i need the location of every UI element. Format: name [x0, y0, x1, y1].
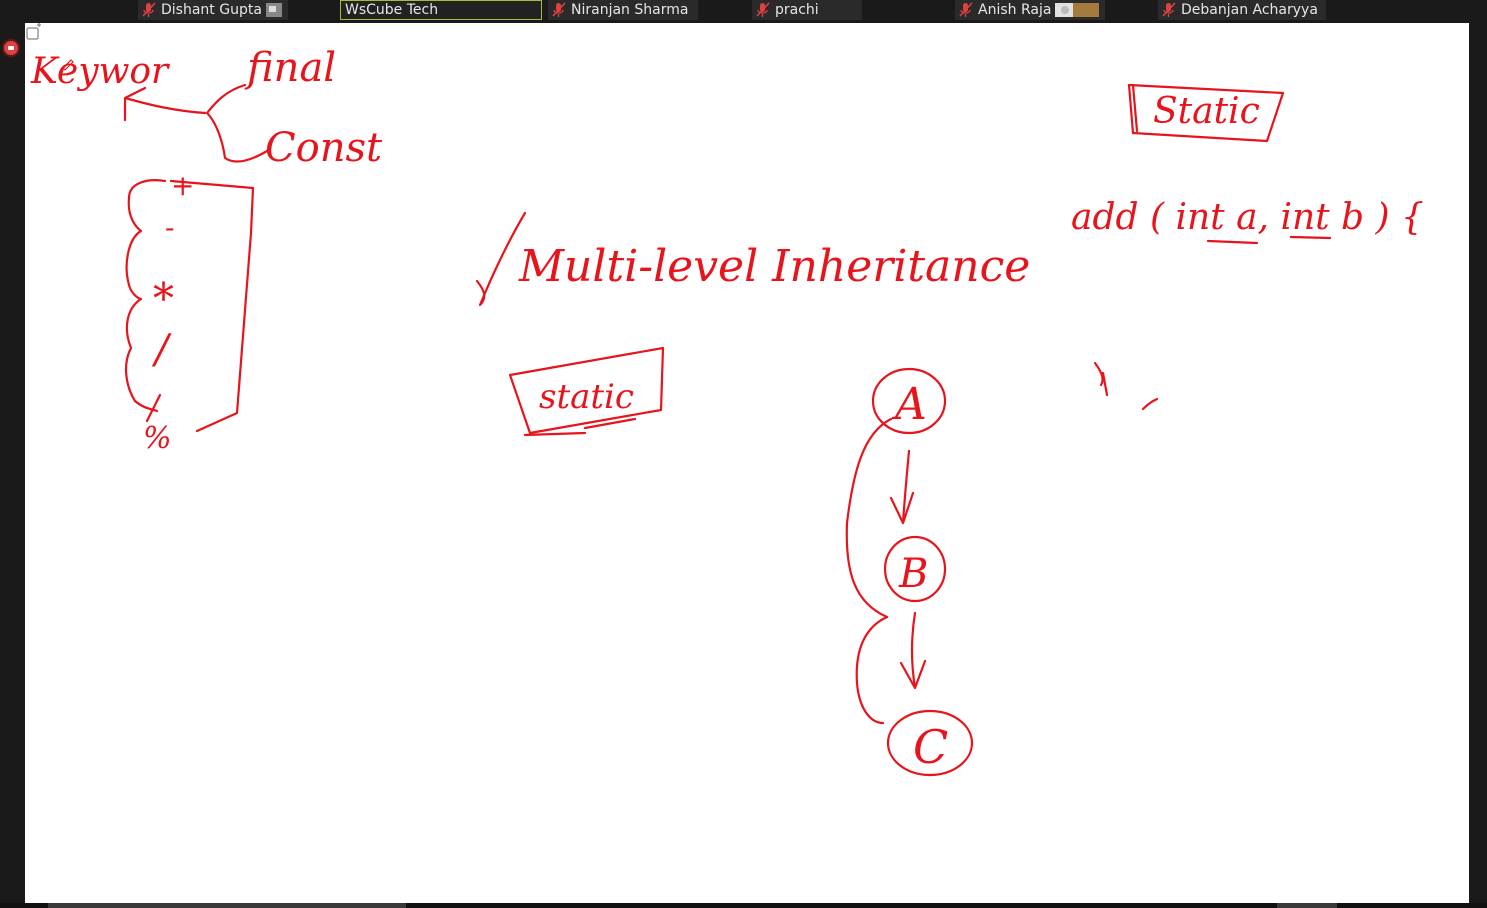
stray-mark-1 [1093, 361, 1109, 397]
participant-name: Anish Raja [978, 2, 1052, 18]
recording-indicator-icon[interactable] [4, 41, 18, 55]
arrow-b-to-c [899, 611, 927, 690]
operator-percent: % [143, 421, 172, 456]
add-method-signature: add ( int a, int b ) { [1071, 197, 1424, 238]
operator-minus: - [165, 211, 174, 244]
inheritance-curve-upper [845, 417, 893, 619]
static-text-right: Static [1153, 91, 1260, 132]
muted-mic-icon [552, 2, 566, 17]
inheritance-curve-lower [855, 615, 889, 725]
participant-tile[interactable]: Anish Raja [955, 0, 1105, 20]
stray-mark-2 [1141, 397, 1159, 411]
participant-tile[interactable]: Debanjan Acharyya [1158, 0, 1326, 20]
muted-mic-icon [142, 2, 156, 17]
static-box-right [1127, 83, 1285, 143]
percent-slash [145, 393, 162, 423]
participant-tile[interactable]: prachi [752, 0, 862, 20]
class-c-label: C [913, 720, 948, 774]
scroll-segment [1277, 903, 1337, 908]
int-a-underline [1206, 239, 1259, 245]
scroll-segment [48, 903, 406, 908]
video-thumbnail [265, 3, 282, 17]
keyword-text: Keywor [30, 51, 170, 92]
participant-name: prachi [775, 2, 819, 18]
class-a-label: A [891, 379, 927, 430]
check-mark [475, 211, 527, 307]
pen-cursor-icon [62, 59, 74, 71]
participant-name: Debanjan Acharyya [1181, 2, 1318, 18]
class-b-circle [883, 535, 947, 603]
page-title: Multi-level Inheritance [518, 241, 1030, 292]
video-thumbnail [1055, 3, 1100, 17]
arrow-a-to-b [889, 449, 915, 525]
static-underline-left [523, 417, 637, 437]
participant-name: WsCube Tech [345, 2, 439, 18]
class-a-circle [871, 367, 947, 435]
whiteboard-canvas[interactable]: Keywor final Const + - * / % Multi-level… [25, 23, 1469, 903]
popout-icon[interactable] [25, 23, 43, 41]
final-text: final [244, 45, 336, 91]
operator-plus: + [171, 169, 194, 202]
class-c-circle [886, 709, 974, 777]
class-b-label: B [898, 551, 928, 597]
bottom-scroll-bar[interactable] [0, 903, 1487, 908]
participant-name: Niranjan Sharma [571, 2, 689, 18]
static-box-right-extra [1131, 83, 1139, 133]
muted-mic-icon [959, 2, 973, 17]
participant-tile[interactable]: WsCube Tech [340, 0, 542, 20]
muted-mic-icon [756, 2, 770, 17]
keyword-arrow [123, 86, 207, 122]
operator-slash: / [151, 327, 172, 373]
operator-star: * [153, 274, 174, 323]
whiteboard-drawing: Keywor final Const + - * / % Multi-level… [30, 45, 1424, 777]
operator-bracket-right [169, 179, 255, 433]
static-box-left [508, 346, 665, 435]
muted-mic-icon [1162, 2, 1176, 17]
final-const-brace [205, 83, 269, 163]
participant-tile[interactable]: Dishant Gupta [138, 0, 288, 20]
participant-tile[interactable]: Niranjan Sharma [548, 0, 698, 20]
static-text-left: static [539, 377, 634, 417]
participant-name: Dishant Gupta [161, 2, 262, 18]
operator-bracket [125, 179, 167, 413]
int-b-underline [1289, 235, 1332, 240]
participant-strip: Dishant Gupta WsCube Tech Niranjan Sharma p… [0, 0, 1487, 22]
const-text: Const [265, 125, 383, 171]
